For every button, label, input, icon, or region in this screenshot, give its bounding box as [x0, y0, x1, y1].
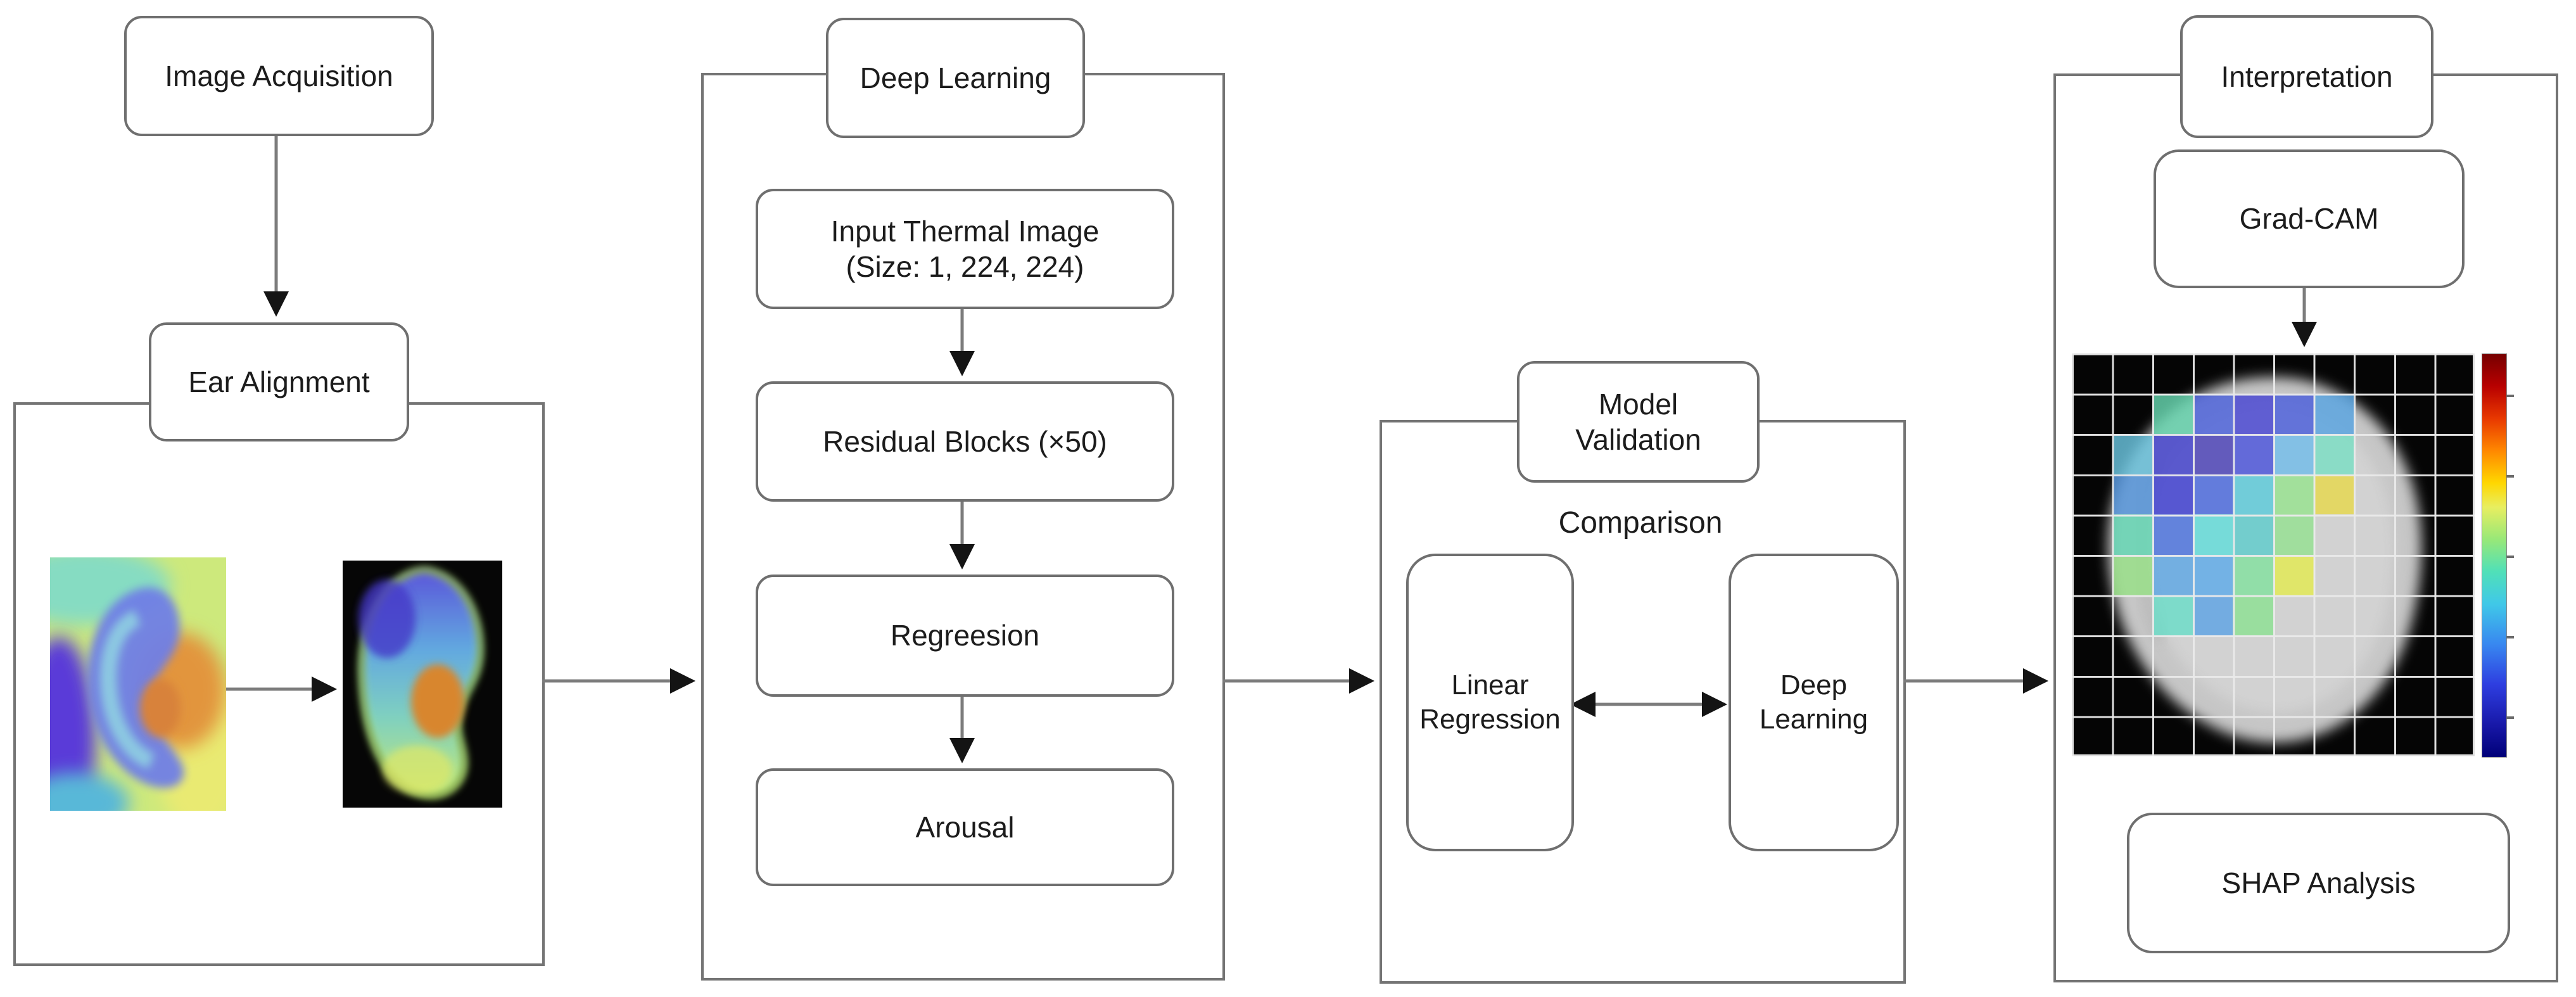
arousal-box: Arousal: [756, 768, 1174, 886]
heatmap-colorbar: [2482, 353, 2514, 758]
linear-regression-line2: Regression: [1419, 704, 1561, 735]
gradcam-box: Grad-CAM: [2154, 149, 2465, 288]
linear-regression-line1: Linear: [1451, 670, 1529, 701]
gradcam-heatmap: [2072, 353, 2475, 756]
shap-analysis-box: SHAP Analysis: [2127, 813, 2510, 953]
gradcam-label: Grad-CAM: [2239, 202, 2379, 236]
deep-learning-header-label: Deep Learning: [860, 61, 1051, 94]
deep-learning-compare-box: Deep Learning: [1729, 554, 1899, 851]
input-thermal-line2: (Size: 1, 224, 224): [846, 250, 1084, 283]
raw-thermal-ear-image: [50, 557, 226, 811]
arousal-label: Arousal: [915, 810, 1015, 844]
colorbar-tick: [2506, 636, 2514, 639]
linear-regression-box: Linear Regression: [1406, 554, 1574, 851]
residual-blocks-label: Residual Blocks (×50): [823, 424, 1107, 458]
aligned-ear-image: [343, 561, 502, 808]
deep-learning-compare-line1: Deep: [1780, 670, 1848, 701]
model-validation-header-box: Model Validation: [1517, 361, 1760, 483]
model-validation-line2: Validation: [1575, 423, 1701, 456]
ear-alignment-label: Ear Alignment: [188, 365, 370, 398]
input-thermal-image-box: Input Thermal Image (Size: 1, 224, 224): [756, 189, 1174, 309]
ear-alignment-box: Ear Alignment: [149, 322, 409, 441]
image-acquisition-label: Image Acquisition: [165, 59, 393, 92]
colorbar-tick: [2506, 556, 2514, 558]
input-thermal-line1: Input Thermal Image: [830, 214, 1100, 248]
comparison-label: Comparison: [1558, 506, 1723, 540]
colorbar-tick: [2506, 394, 2514, 397]
shap-analysis-label: SHAP Analysis: [2221, 866, 2416, 899]
interpretation-header-box: Interpretation: [2180, 15, 2433, 138]
deep-learning-compare-line2: Learning: [1759, 704, 1869, 735]
deep-learning-header-box: Deep Learning: [826, 18, 1085, 138]
colorbar-tick: [2506, 716, 2514, 720]
heatmap-gridlines: [2072, 353, 2475, 756]
model-validation-line1: Model: [1598, 387, 1678, 421]
regression-label: Regreesion: [890, 619, 1040, 652]
regression-box: Regreesion: [756, 575, 1174, 697]
interpretation-header-label: Interpretation: [2221, 60, 2393, 93]
image-acquisition-box: Image Acquisition: [124, 16, 434, 136]
residual-blocks-box: Residual Blocks (×50): [756, 381, 1174, 502]
colorbar-tick: [2506, 474, 2514, 478]
